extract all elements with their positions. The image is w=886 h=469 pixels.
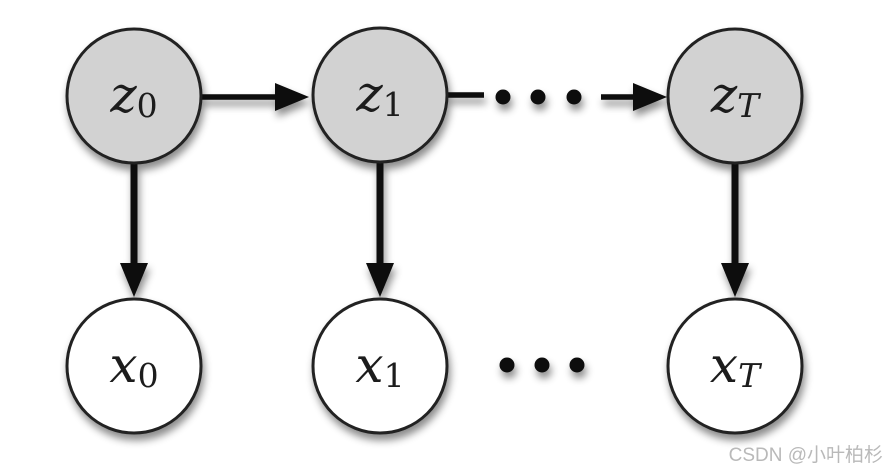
edge-z0-x0-arrowhead-icon — [120, 263, 148, 297]
ellipsis-top-dot-0 — [495, 89, 511, 105]
ellipsis-top-dot-1 — [530, 89, 546, 105]
edge-z1-x1 — [366, 160, 394, 297]
edge-z0-z1-arrowhead-icon — [275, 83, 309, 111]
node-z0-circle — [65, 27, 203, 165]
ellipsis-bottom-dot-2 — [569, 357, 585, 373]
node-x1: x1 — [311, 297, 449, 435]
ellipsis-top-dot-2 — [566, 89, 582, 105]
node-xT-label: xT — [710, 336, 763, 395]
node-xT: xT — [666, 297, 804, 435]
edge-z1-x1-arrowhead-icon — [366, 263, 394, 297]
ellipsis-bottom — [499, 357, 585, 373]
node-x0-label: x0 — [109, 336, 158, 395]
node-zT: zT — [666, 27, 804, 165]
node-z1-label: z1 — [355, 65, 403, 124]
edge-z0-x0 — [120, 161, 148, 297]
node-z0: z0 — [65, 27, 203, 165]
node-x1-circle — [311, 297, 449, 435]
node-x1-label: x1 — [355, 336, 404, 395]
ellipsis-bottom-dot-0 — [499, 357, 515, 373]
node-z1-circle — [311, 26, 449, 164]
node-zT-circle — [666, 27, 804, 165]
node-z0-label: z0 — [109, 66, 157, 125]
node-z1: z1 — [311, 26, 449, 164]
node-zT-label: zT — [710, 66, 762, 125]
csdn-watermark: CSDN @小叶柏杉 — [728, 445, 883, 466]
edge-zT-xT — [721, 161, 749, 297]
edge-z0-z1 — [202, 83, 309, 111]
edge-zT-xT-arrowhead-icon — [721, 263, 749, 297]
node-x0: x0 — [65, 297, 203, 435]
edge-ellipsis-zT — [601, 83, 667, 111]
ellipsis-top — [495, 89, 582, 105]
edge-ellipsis-zT-arrowhead-icon — [633, 83, 667, 111]
diagram-root: z0 z1 zT x0 x1 xT — [65, 26, 804, 435]
node-xT-circle — [666, 297, 804, 435]
node-x0-circle — [65, 297, 203, 435]
ellipsis-bottom-dot-1 — [534, 357, 550, 373]
